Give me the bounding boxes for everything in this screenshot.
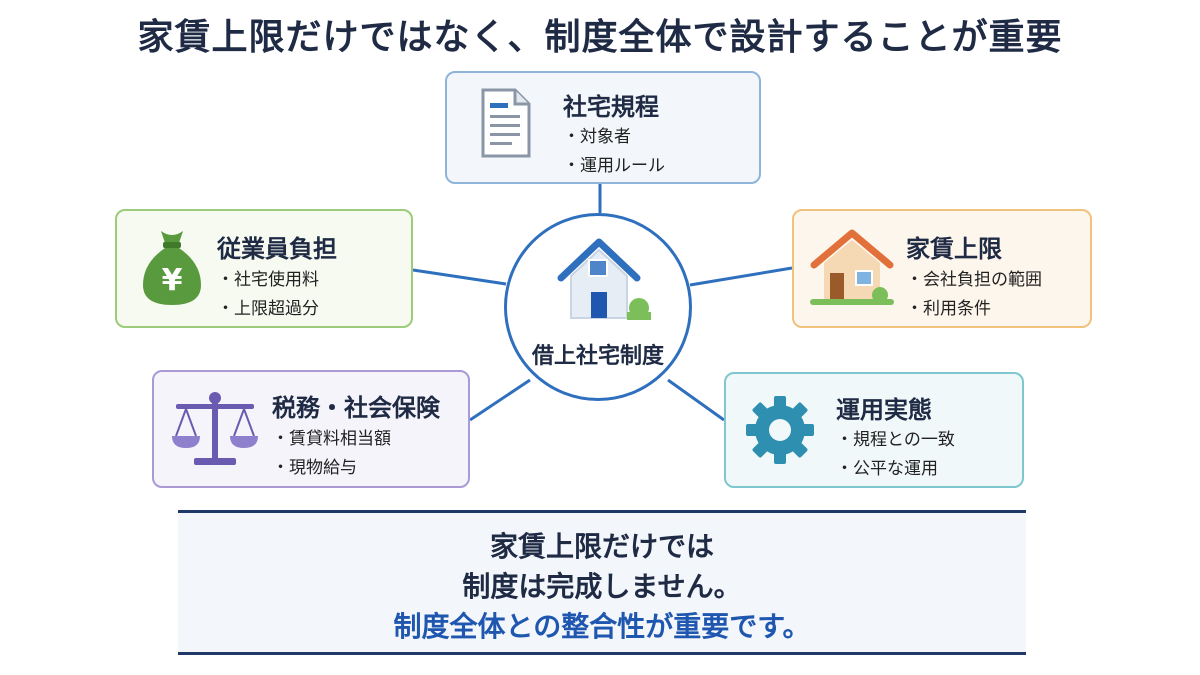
connector-right2 bbox=[667, 378, 725, 422]
card-title: 社宅規程 bbox=[563, 93, 659, 121]
card-items: 賃貸料相当額 現物給与 bbox=[272, 425, 391, 483]
connector-left1 bbox=[412, 268, 507, 286]
list-item: 利用条件 bbox=[906, 295, 1042, 324]
card-title: 従業員負担 bbox=[217, 235, 337, 263]
card-items: 規程との一致 公平な運用 bbox=[836, 426, 955, 484]
house-icon bbox=[810, 229, 894, 305]
card-rent-cap: 家賃上限 会社負担の範囲 利用条件 bbox=[792, 209, 1092, 328]
gear-icon bbox=[746, 396, 814, 464]
card-company-housing-rules: 社宅規程 対象者 運用ルール bbox=[445, 71, 761, 184]
card-title: 家賃上限 bbox=[906, 235, 1002, 263]
card-title: 税務・社会保険 bbox=[272, 394, 440, 422]
card-tax-social-insurance: 税務・社会保険 賃貸料相当額 現物給与 bbox=[152, 370, 470, 488]
scales-icon bbox=[172, 392, 258, 465]
summary-line-1: 家賃上限だけでは bbox=[489, 530, 714, 563]
card-items: 社宅使用料 上限超過分 bbox=[217, 266, 319, 324]
house-icon bbox=[557, 238, 651, 320]
list-item: 規程との一致 bbox=[836, 426, 955, 455]
center-label: 借上社宅制度 bbox=[531, 344, 664, 369]
connector-right1 bbox=[689, 266, 793, 287]
page-title: 家賃上限だけではなく、制度全体で設計することが重要 bbox=[137, 17, 1063, 58]
list-item: 対象者 bbox=[563, 123, 665, 152]
list-item: 社宅使用料 bbox=[217, 266, 319, 295]
card-title: 運用実態 bbox=[836, 396, 932, 424]
summary-box: 家賃上限だけでは 制度は完成しません。 制度全体との整合性が重要です。 bbox=[178, 510, 1026, 655]
list-item: 現物給与 bbox=[272, 454, 391, 483]
list-item: 公平な運用 bbox=[836, 455, 955, 484]
summary-line-3: 制度全体との整合性が重要です。 bbox=[393, 610, 811, 643]
card-items: 対象者 運用ルール bbox=[563, 123, 665, 181]
money-bag-icon: ¥ bbox=[143, 231, 201, 305]
svg-text:¥: ¥ bbox=[162, 263, 183, 298]
card-employee-burden: ¥ 従業員負担 社宅使用料 上限超過分 bbox=[115, 209, 413, 328]
document-icon bbox=[481, 88, 531, 158]
card-items: 会社負担の範囲 利用条件 bbox=[906, 266, 1042, 324]
list-item: 賃貸料相当額 bbox=[272, 425, 391, 454]
center-node: 借上社宅制度 bbox=[504, 213, 692, 401]
list-item: 会社負担の範囲 bbox=[906, 266, 1042, 295]
card-operation-reality: 運用実態 規程との一致 公平な運用 bbox=[724, 372, 1024, 488]
connector-left2 bbox=[469, 378, 531, 422]
summary-line-2: 制度は完成しません。 bbox=[462, 570, 742, 603]
list-item: 上限超過分 bbox=[217, 295, 319, 324]
list-item: 運用ルール bbox=[563, 152, 665, 181]
